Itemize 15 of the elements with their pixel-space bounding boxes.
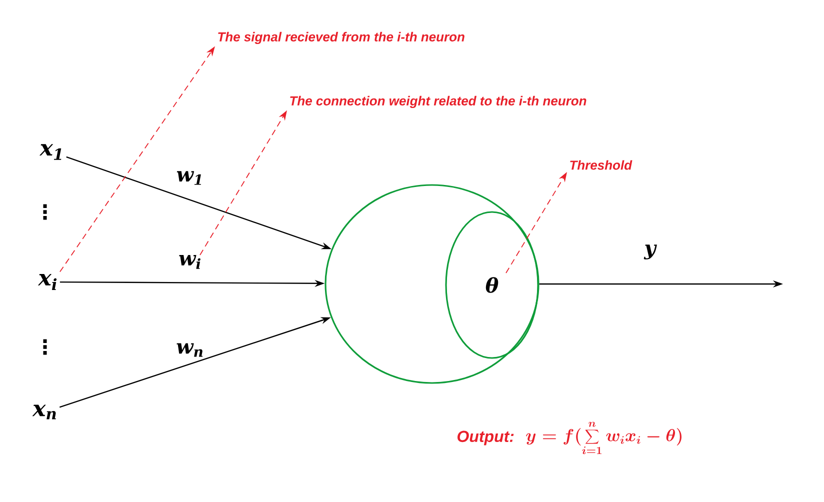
weight-label: w$_{i}$: [179, 255, 200, 269]
vertical-dots: ⋮: [43, 339, 47, 355]
input-symbol: x$_{1}$: [39, 144, 62, 160]
input-symbol: x$_{i}$: [38, 274, 57, 290]
weight-label: w$_{1}$: [176, 171, 201, 185]
weight-label: y: [644, 244, 657, 260]
annotation-text: The signal recieved from the i-th neuron: [218, 32, 464, 44]
annotation-text: The connection weight related to the i-th neuron: [290, 96, 586, 108]
output-formula: $y = f(\sum_{i=1}^{n} w_i x_i - \theta)$: [526, 422, 682, 454]
neuron-ellipse: [324, 184, 540, 384]
vertical-dots: ⋮: [43, 204, 47, 220]
annotation-text: Threshold: [570, 160, 632, 170]
input-symbol: x$_{n}$: [32, 404, 56, 420]
weight-label: w$_{n}$: [176, 343, 203, 357]
output-label: Output:: [458, 430, 514, 446]
